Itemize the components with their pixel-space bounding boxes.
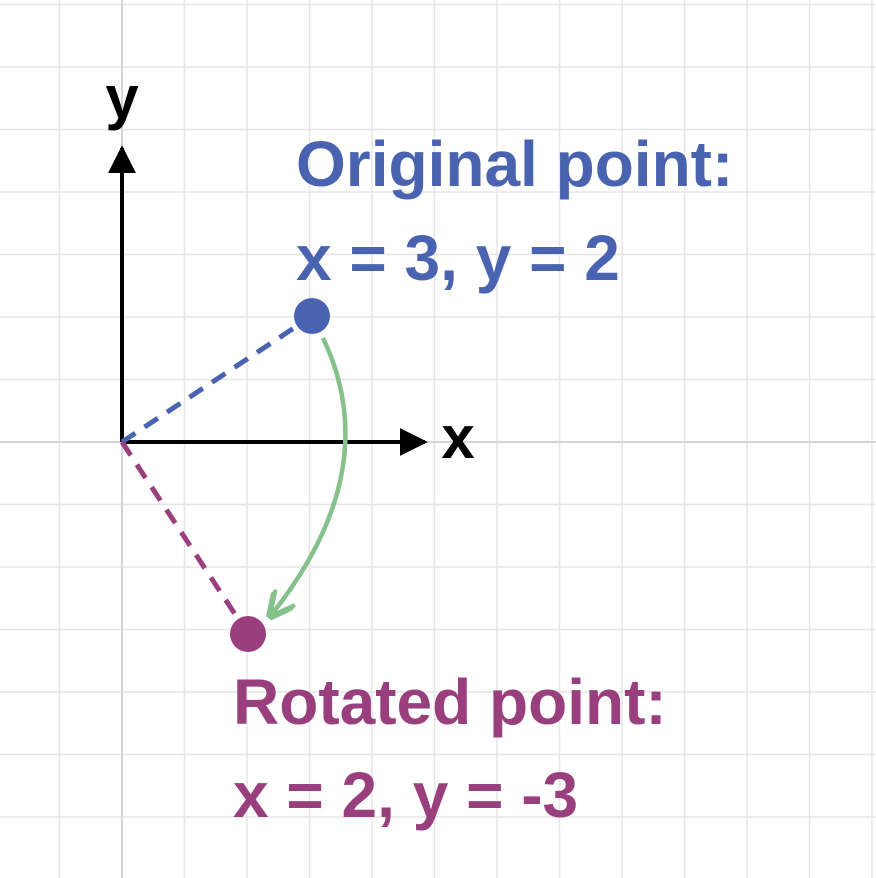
- rotated-point-connector: [119, 440, 251, 636]
- y-axis-label: y: [105, 64, 139, 131]
- original-point-heading: Original point:: [296, 128, 733, 200]
- rotated-point-coords: x = 2, y = -3: [233, 759, 578, 831]
- original-point-coords: x = 3, y = 2: [296, 222, 620, 294]
- original-point: [294, 298, 330, 334]
- rotated-point: [230, 616, 266, 652]
- rotated-point-heading: Rotated point:: [233, 666, 667, 738]
- original-point-connector: [120, 313, 314, 445]
- x-axis-label: x: [441, 404, 474, 471]
- rotation-arc-arrow: [272, 337, 348, 614]
